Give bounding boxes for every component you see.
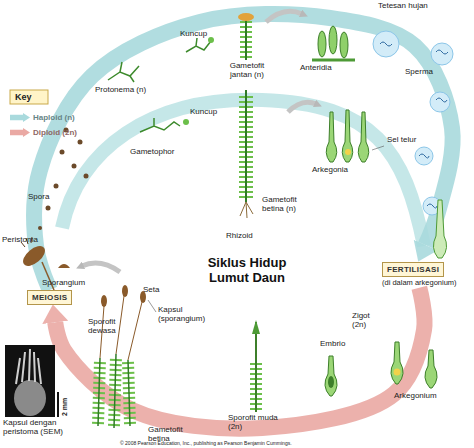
protonema bbox=[140, 118, 180, 132]
part-label: Tetesan hujan bbox=[378, 2, 448, 11]
part-label: Seta bbox=[143, 286, 168, 295]
capsule bbox=[122, 285, 128, 297]
legend-heading: Key bbox=[15, 92, 45, 102]
legend-swatch bbox=[10, 128, 30, 137]
part-label: Peristoma bbox=[2, 236, 47, 245]
raindrop bbox=[415, 147, 433, 165]
process-arrow bbox=[82, 263, 120, 272]
legend-text: Haploid (n) bbox=[33, 112, 75, 123]
archegonium bbox=[433, 200, 446, 258]
raindrop bbox=[430, 92, 450, 112]
legend-row: Diploid (2n) bbox=[10, 127, 100, 138]
process-arrow bbox=[288, 102, 316, 112]
capsule bbox=[101, 295, 107, 307]
node-note: (di dalam arkegonium) bbox=[382, 279, 457, 288]
stage-box: FERTILISASI (di dalam arkegonium) bbox=[382, 262, 457, 288]
part-label: Zigot (2n) bbox=[352, 312, 384, 330]
copyright-note: © 2008 Pearson Education, Inc., publishi… bbox=[120, 441, 420, 447]
antheridium bbox=[318, 31, 326, 57]
part-label: Kuncup bbox=[190, 108, 226, 117]
spore bbox=[54, 184, 59, 189]
part-label: Gametophor bbox=[130, 148, 185, 157]
antheridium bbox=[340, 32, 348, 58]
legend-row: Haploid (n) bbox=[10, 112, 100, 123]
spore bbox=[46, 206, 51, 211]
archegonium bbox=[325, 356, 337, 396]
leader-line bbox=[148, 300, 156, 312]
part-label: Gametofit betina (n) bbox=[262, 196, 314, 214]
node-text-wrap: MEIOSIS bbox=[27, 290, 72, 305]
part-label: 2 mm bbox=[61, 386, 69, 416]
spore bbox=[84, 174, 89, 179]
part-label: Kuncup bbox=[180, 30, 216, 39]
moss-stem bbox=[98, 354, 130, 428]
raindrop bbox=[431, 43, 453, 65]
cycle-band bbox=[34, 14, 453, 290]
archegonium bbox=[342, 110, 353, 162]
spore bbox=[72, 164, 77, 169]
antheridium-base bbox=[312, 59, 355, 62]
part-label: Protonema (n) bbox=[95, 86, 155, 95]
sem-image bbox=[5, 345, 55, 417]
part-label: Embrio bbox=[320, 340, 356, 349]
part-label: Kapsul (sporangium) bbox=[158, 306, 214, 324]
archegonium bbox=[425, 350, 437, 388]
part-label: Gametofit jantan (n) bbox=[218, 62, 276, 80]
process-label: MEIOSIS bbox=[27, 290, 72, 305]
cycle-band bbox=[55, 288, 424, 429]
moss-stem bbox=[245, 90, 247, 202]
scale-bar bbox=[57, 392, 59, 417]
spore bbox=[60, 150, 65, 155]
sem-capsule bbox=[14, 380, 46, 416]
archegonium bbox=[391, 342, 403, 384]
legend-text: Diploid (2n) bbox=[33, 127, 77, 138]
part-label: Sporangium bbox=[42, 279, 97, 288]
part-label: Sporofit dewasa bbox=[88, 318, 130, 336]
spore bbox=[38, 226, 42, 230]
protonema bbox=[108, 62, 139, 82]
young-sporophyte bbox=[255, 322, 257, 412]
archegonium bbox=[326, 112, 337, 162]
part-label: Arkegonia bbox=[312, 166, 362, 175]
moss-stem bbox=[245, 18, 247, 60]
key-box bbox=[10, 90, 48, 104]
part-label: Sporofit muda (2n) bbox=[228, 414, 280, 432]
process-label: FERTILISASI bbox=[382, 262, 444, 277]
bud bbox=[183, 119, 189, 125]
part-label: Arkegonium bbox=[394, 392, 450, 401]
spore bbox=[78, 140, 83, 145]
bud bbox=[208, 37, 214, 43]
leader-line bbox=[372, 146, 384, 150]
connectors bbox=[34, 14, 453, 429]
legend-swatch bbox=[10, 113, 30, 122]
zygote bbox=[394, 369, 401, 376]
node-text-wrap: FERTILISASI bbox=[382, 262, 457, 277]
sem-peristome bbox=[16, 349, 41, 384]
capsule-lid bbox=[58, 264, 70, 268]
bud bbox=[186, 38, 211, 52]
diagram-title: Siklus Hidup Lumut Daun bbox=[188, 256, 306, 286]
antheridial-head bbox=[238, 13, 254, 21]
part-label: Anteridia bbox=[300, 64, 350, 73]
sperm bbox=[380, 42, 448, 208]
process-arrow bbox=[266, 11, 302, 22]
part-label: Spora bbox=[28, 193, 58, 202]
stage-box: MEIOSIS bbox=[27, 290, 72, 305]
part-label: Sperma bbox=[405, 68, 445, 77]
egg-cell bbox=[345, 149, 351, 155]
rhizoid bbox=[240, 202, 253, 218]
embryo bbox=[328, 376, 334, 388]
antheridium bbox=[329, 26, 337, 54]
young-sporophyte bbox=[252, 320, 260, 334]
archegonium bbox=[358, 112, 369, 162]
part-label: Kapsul dengan peristoma (SEM) bbox=[3, 419, 73, 437]
part-label: Sel telur bbox=[387, 136, 417, 145]
part-label: Rhizoid bbox=[226, 232, 266, 241]
